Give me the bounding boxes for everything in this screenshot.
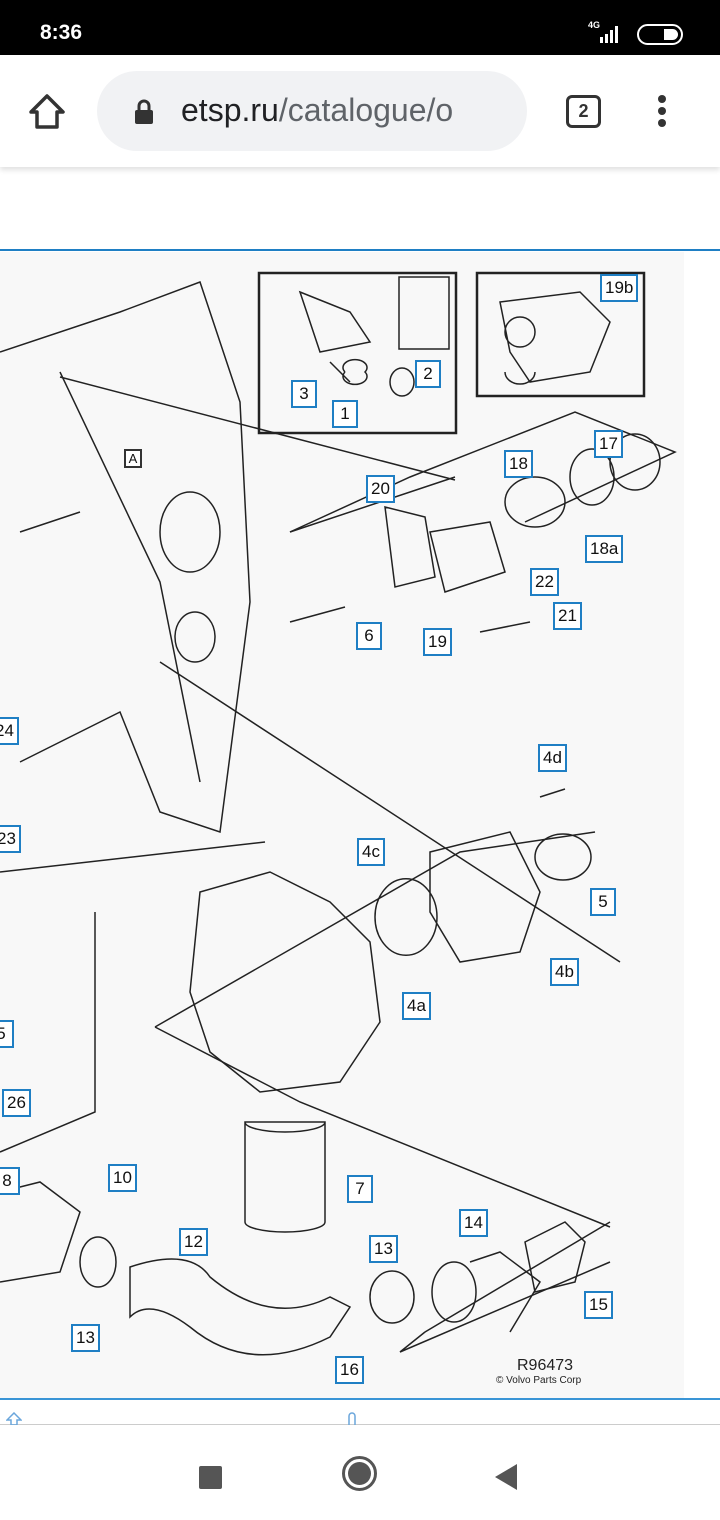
attachment-icon[interactable] [348, 1412, 356, 1425]
callout-19[interactable]: 19 [423, 628, 452, 656]
callout-16[interactable]: 16 [335, 1356, 364, 1384]
callout-1[interactable]: 1 [332, 400, 358, 428]
inset-housing-19b [475, 271, 646, 398]
url-text[interactable]: etsp.ru/catalogue/o [181, 92, 453, 129]
android-nav-bar [0, 1426, 720, 1520]
up-arrow-icon[interactable] [6, 1412, 22, 1425]
browser-toolbar: etsp.ru/catalogue/o 2 [0, 55, 720, 167]
callout-24[interactable]: 24 [0, 717, 19, 745]
more-menu-icon[interactable] [658, 95, 668, 131]
recent-apps-button[interactable] [199, 1466, 222, 1489]
back-button[interactable] [495, 1464, 517, 1490]
callout-5-left[interactable]: 5 [0, 1020, 14, 1048]
callout-13-right[interactable]: 13 [369, 1235, 398, 1263]
callout-14[interactable]: 14 [459, 1209, 488, 1237]
engine-block-outline [0, 281, 251, 833]
callout-10[interactable]: 10 [108, 1164, 137, 1192]
network-type: 4G [588, 20, 601, 30]
callout-8[interactable]: 8 [0, 1167, 20, 1195]
callout-23[interactable]: 23 [0, 825, 21, 853]
home-icon[interactable] [28, 93, 66, 131]
tab-switcher-button[interactable]: 2 [566, 95, 601, 128]
callout-3[interactable]: 3 [291, 380, 317, 408]
callout-4b[interactable]: 4b [550, 958, 579, 986]
url-domain: etsp.ru [181, 92, 279, 128]
callout-19b[interactable]: 19b [600, 274, 639, 302]
callout-17[interactable]: 17 [594, 430, 623, 458]
address-bar[interactable]: etsp.ru/catalogue/o [97, 71, 527, 151]
callout-22[interactable]: 22 [530, 568, 559, 596]
signal-icon [600, 26, 618, 43]
url-path: /catalogue/o [278, 92, 454, 128]
page-footer-strip [0, 1400, 720, 1425]
callout-18a[interactable]: 18a [585, 535, 624, 563]
oil-filter [244, 1121, 326, 1233]
battery-icon [637, 24, 683, 45]
inset-thermostat-kit [257, 271, 458, 435]
drawing-code: R96473 [517, 1357, 574, 1374]
status-time: 8:36 [40, 21, 83, 44]
callout-18[interactable]: 18 [504, 450, 533, 478]
callout-a[interactable]: A [124, 449, 142, 468]
callout-26[interactable]: 26 [2, 1089, 31, 1117]
callout-20[interactable]: 20 [366, 475, 395, 503]
callout-4d[interactable]: 4d [538, 744, 567, 772]
callout-4c[interactable]: 4c [357, 838, 385, 866]
callout-2[interactable]: 2 [415, 360, 441, 388]
callout-12[interactable]: 12 [179, 1228, 208, 1256]
water-pump-housing [189, 871, 381, 1093]
divider [0, 1398, 720, 1400]
divider [0, 249, 720, 251]
callout-5[interactable]: 5 [590, 888, 616, 916]
callout-4a[interactable]: 4a [402, 992, 431, 1020]
home-button[interactable] [342, 1456, 377, 1491]
status-bar: 8:36 4G [0, 0, 720, 55]
lock-icon [135, 99, 153, 124]
callout-15[interactable]: 15 [584, 1291, 613, 1319]
parts-diagram[interactable]: 1 2 3 19b 17 18 18a 20 22 21 19 6 A 24 4… [0, 252, 684, 1398]
callout-7[interactable]: 7 [347, 1175, 373, 1203]
copyright: © Volvo Parts Corp [496, 1375, 582, 1386]
callout-6[interactable]: 6 [356, 622, 382, 650]
callout-13-left[interactable]: 13 [71, 1324, 100, 1352]
coolant-pipe [0, 1181, 352, 1356]
callout-21[interactable]: 21 [553, 602, 582, 630]
